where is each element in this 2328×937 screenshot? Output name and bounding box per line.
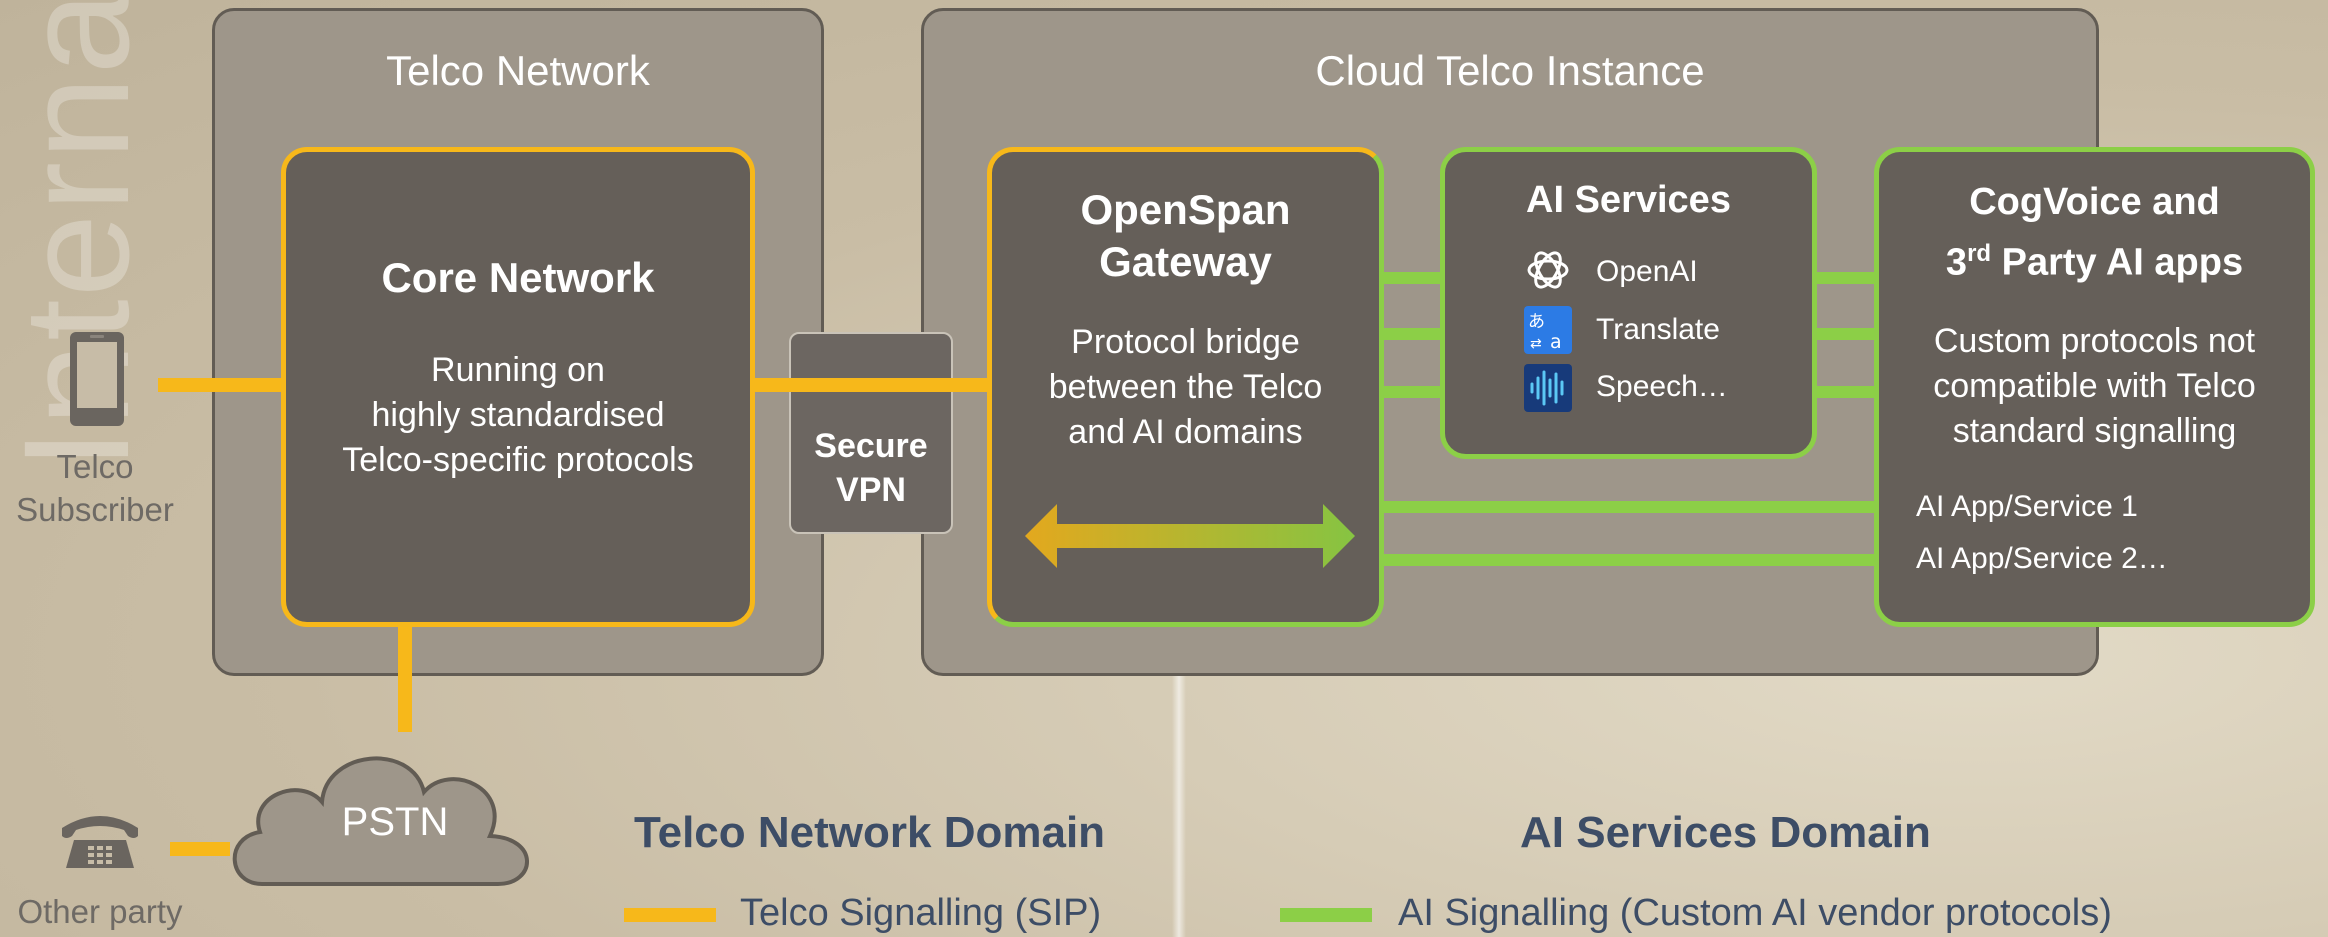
core-network-title: Core Network: [381, 254, 655, 301]
cogvoice-title: CogVoice and 3rd Party AI apps: [1945, 181, 2244, 284]
openspan-gateway-box: OpenSpan Gateway Protocol bridge between…: [987, 147, 1384, 627]
cloud-telco-title: Cloud Telco Instance: [1315, 47, 1705, 94]
pstn-cloud-icon: [232, 756, 529, 886]
vpn-tunnel-line: [789, 378, 953, 392]
ai-services-title: AI Services: [1526, 179, 1731, 221]
gateway-cogvoice-line-2: [1380, 554, 1878, 566]
legend-telco-item: Telco Signalling (SIP): [740, 892, 1102, 934]
secure-vpn-label: Secure VPN: [814, 427, 928, 509]
ai-cogvoice-line-3: [1814, 386, 1878, 398]
pstn-label: PSTN: [341, 800, 449, 844]
desk-phone-icon: [62, 816, 138, 868]
openspan-gateway-title: OpenSpan Gateway: [1080, 186, 1291, 285]
ai-service-item: [1524, 364, 1572, 412]
core-pstn-line: [398, 624, 412, 732]
background-divider: [1172, 675, 1186, 937]
speech-icon: [1524, 364, 1572, 412]
openspan-gateway-description: Protocol bridge between the Telco and AI…: [1048, 323, 1323, 451]
gateway-ai-line-3: [1380, 386, 1444, 398]
ai-service-translate-label: Translate: [1596, 313, 1720, 346]
ai-services-box: AI Services: [1440, 147, 1817, 459]
ai-service-item: あ a ⇄: [1524, 306, 1572, 354]
legend-ai-title: AI Services Domain: [1520, 808, 1931, 857]
ai-app-service-1-label: AI App/Service 1: [1916, 490, 2138, 523]
ai-cogvoice-line-2: [1814, 328, 1878, 340]
ai-service-speech-label: Speech…: [1596, 370, 1728, 403]
legend-telco-swatch: [624, 908, 716, 922]
legend-ai-swatch: [1280, 908, 1372, 922]
translate-icon: あ a ⇄: [1524, 306, 1572, 354]
ai-app-service-2-label: AI App/Service 2…: [1916, 542, 2168, 575]
subscriber-telco-line: [158, 378, 284, 392]
otherparty-pstn-line: [170, 842, 230, 856]
core-network-description: Running on highly standardised Telco-spe…: [342, 351, 694, 479]
cogvoice-box: CogVoice and 3rd Party AI apps Custom pr…: [1874, 147, 2315, 627]
telco-network-title: Telco Network: [386, 47, 650, 94]
svg-text:⇄: ⇄: [1530, 336, 1542, 352]
ai-service-item: [1524, 246, 1572, 294]
ai-cogvoice-line-1: [1814, 272, 1878, 284]
telco-subscriber-label: Telco Subscriber: [16, 448, 174, 528]
core-network-box: Core Network Running on highly standardi…: [281, 147, 755, 627]
gateway-ai-line-2: [1380, 328, 1444, 340]
mobile-phone-icon: [70, 332, 124, 426]
gateway-ai-line-1: [1380, 272, 1444, 284]
legend-ai-item: AI Signalling (Custom AI vendor protocol…: [1398, 892, 2112, 934]
cogvoice-description: Custom protocols not compatible with Tel…: [1933, 321, 2256, 450]
other-party-label: Other party: [17, 893, 183, 930]
ai-service-openai-label: OpenAI: [1596, 255, 1698, 288]
secure-vpn-box: Secure VPN: [789, 332, 953, 534]
svg-text:a: a: [1550, 331, 1562, 353]
openai-icon: [1527, 251, 1569, 289]
svg-text:あ: あ: [1528, 312, 1545, 332]
bidirectional-arrow-icon: [1025, 504, 1355, 568]
legend-telco-title: Telco Network Domain: [634, 808, 1106, 857]
gateway-cogvoice-line-1: [1380, 501, 1878, 513]
